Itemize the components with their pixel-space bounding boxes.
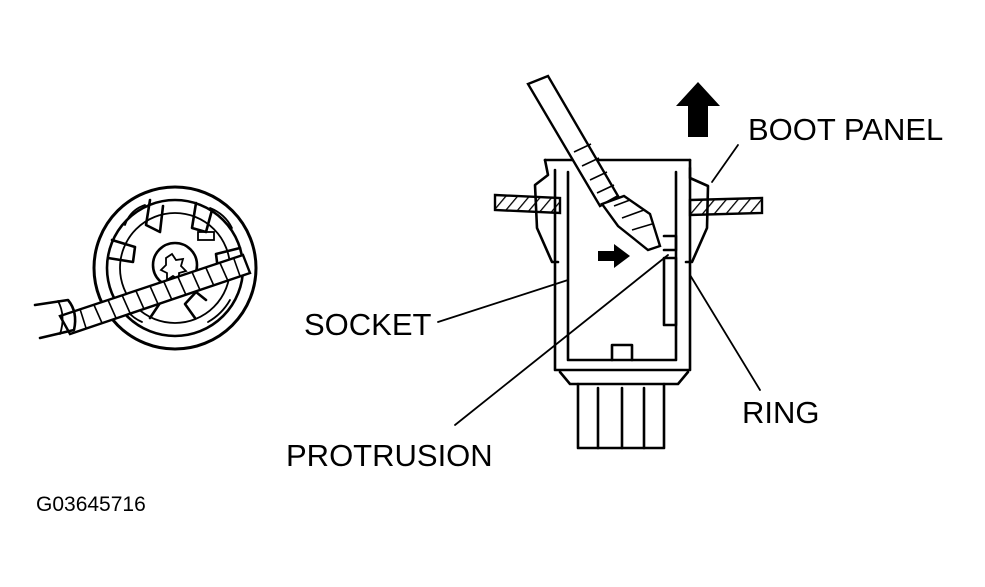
arrow-right-icon	[598, 244, 630, 268]
label-ring: RING	[742, 395, 820, 430]
socket-body	[533, 158, 710, 450]
label-socket: SOCKET	[304, 307, 432, 342]
arrow-up-icon	[676, 82, 720, 137]
label-protrusion: PROTRUSION	[286, 438, 493, 473]
screwdriver-tip-icon	[526, 74, 662, 252]
screwdriver-icon	[33, 253, 252, 340]
leader-lines	[437, 144, 761, 426]
label-boot-panel: BOOT PANEL	[748, 112, 943, 147]
figure-code: G03645716	[36, 493, 146, 516]
